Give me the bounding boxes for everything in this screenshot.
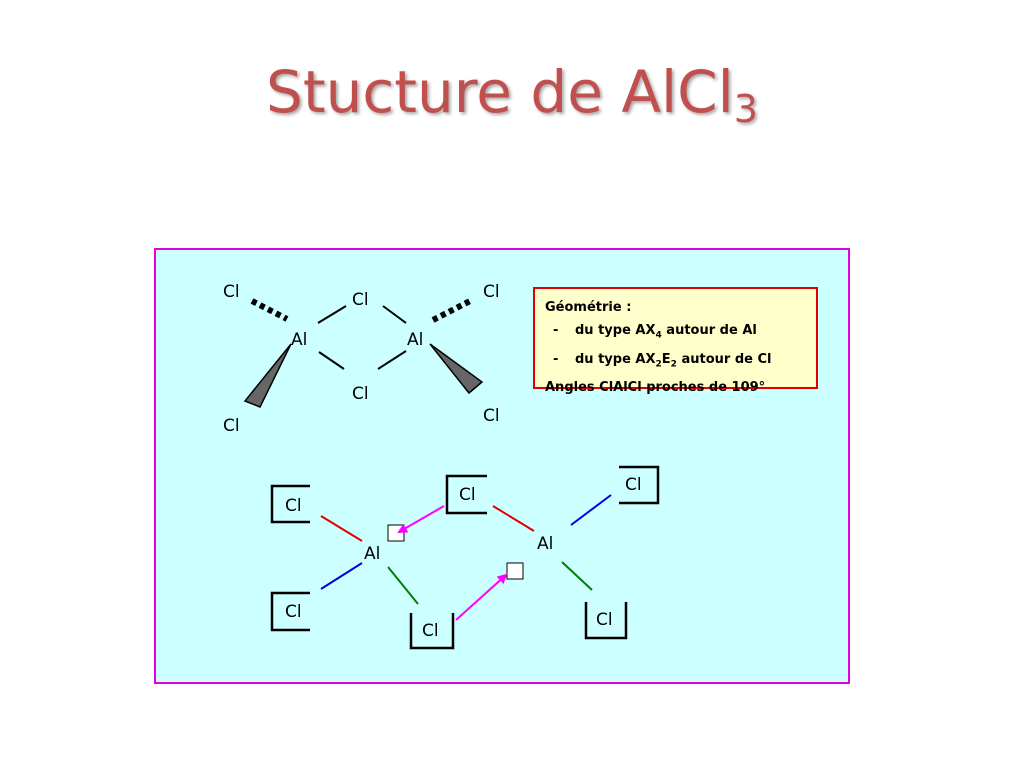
info-bullet: - [553,323,559,338]
lone-pair-bracket [270,484,310,524]
info-line-al-suffix: autour de Al [661,323,757,338]
atom-cl-bracket-bridge-top: Cl [459,485,476,505]
ring-bond-3 [318,351,345,370]
atom-al-scheme-left: Al [364,544,380,564]
info-line-cl-prefix: du type AX [575,351,656,367]
empty-orbital-box [387,524,405,542]
hashed-bond-left [250,298,289,322]
lone-pair-bracket [409,613,455,650]
hashed-bond-right [431,298,472,323]
atom-cl-bracket-lower-left: Cl [285,602,302,622]
lone-pair-bracket [445,474,487,515]
bond-green-right [561,561,593,591]
structure-diagram: Cl Cl Cl Al Al Cl Cl Cl [223,282,660,650]
bond-blue-right [570,494,612,526]
atom-cl-bottom-right: Cl [483,406,500,426]
geometry-info-box: Géométrie : -du type AX4 autour de Al -d… [533,287,818,395]
atom-cl-bridge-top: Cl [352,290,369,310]
info-line-cl-suffix: autour de Cl [676,351,772,367]
bond-red-left [320,515,363,542]
wedge-bond-right [429,343,484,395]
bond-green-left [387,566,419,605]
structure-figure: Cl Cl Cl Al Al Cl Cl Cl [154,248,850,684]
title-text: Stucture de AlCl [266,58,734,126]
info-line-cl-sub2: 2 [670,359,677,370]
dative-arrow-upper [397,505,445,534]
atom-cl-bracket-upper-right: Cl [625,475,642,495]
atom-cl-bracket-lower-right: Cl [596,610,613,630]
atom-cl-bridge-bottom: Cl [352,384,369,404]
atom-cl-top-left: Cl [223,282,240,302]
title-subscript: 3 [733,87,758,131]
empty-orbital-box [506,562,524,580]
info-line-al-sub: 4 [655,330,662,341]
ring-bond-4 [377,350,407,370]
lone-pair-bracket [270,591,310,632]
lone-pair-bracket [619,465,660,505]
info-heading: Géométrie : [545,300,632,315]
bond-blue-left [320,562,363,590]
info-line-al-prefix: du type AX [575,323,656,338]
atom-cl-bracket-upper-left: Cl [285,496,302,516]
atom-al-scheme-right: Al [537,534,553,554]
dimer-3d-structure: Cl Cl Cl Al Al Cl Cl Cl [223,282,500,436]
info-line-cl: -du type AX2E2 autour de Cl [545,348,808,377]
info-line-al: - du type AX4 autour de Al [545,319,808,348]
atom-cl-bracket-bridge-bottom: Cl [422,621,439,641]
info-bullet: - [553,351,559,367]
info-line-cl-mid: E [661,351,671,367]
bond-red-right [492,505,535,532]
slide-title: Stucture de AlCl3 [0,58,1024,131]
ring-bond-2 [382,305,407,324]
lewis-bonding-scheme: Cl Cl Cl Cl Cl Cl Al Al [270,465,660,650]
atom-cl-top-right: Cl [483,282,500,302]
atom-al-left: Al [291,330,307,350]
lone-pair-bracket [584,602,628,640]
atom-cl-bottom-left: Cl [223,416,240,436]
wedge-bond-left [243,343,292,408]
info-line-angles: Angles ClAlCl proches de 109° [545,380,766,396]
atom-al-right: Al [407,330,423,350]
info-line-cl-sub1: 2 [655,359,662,370]
dative-arrow-lower [455,573,508,621]
ring-bond-1 [317,305,347,324]
